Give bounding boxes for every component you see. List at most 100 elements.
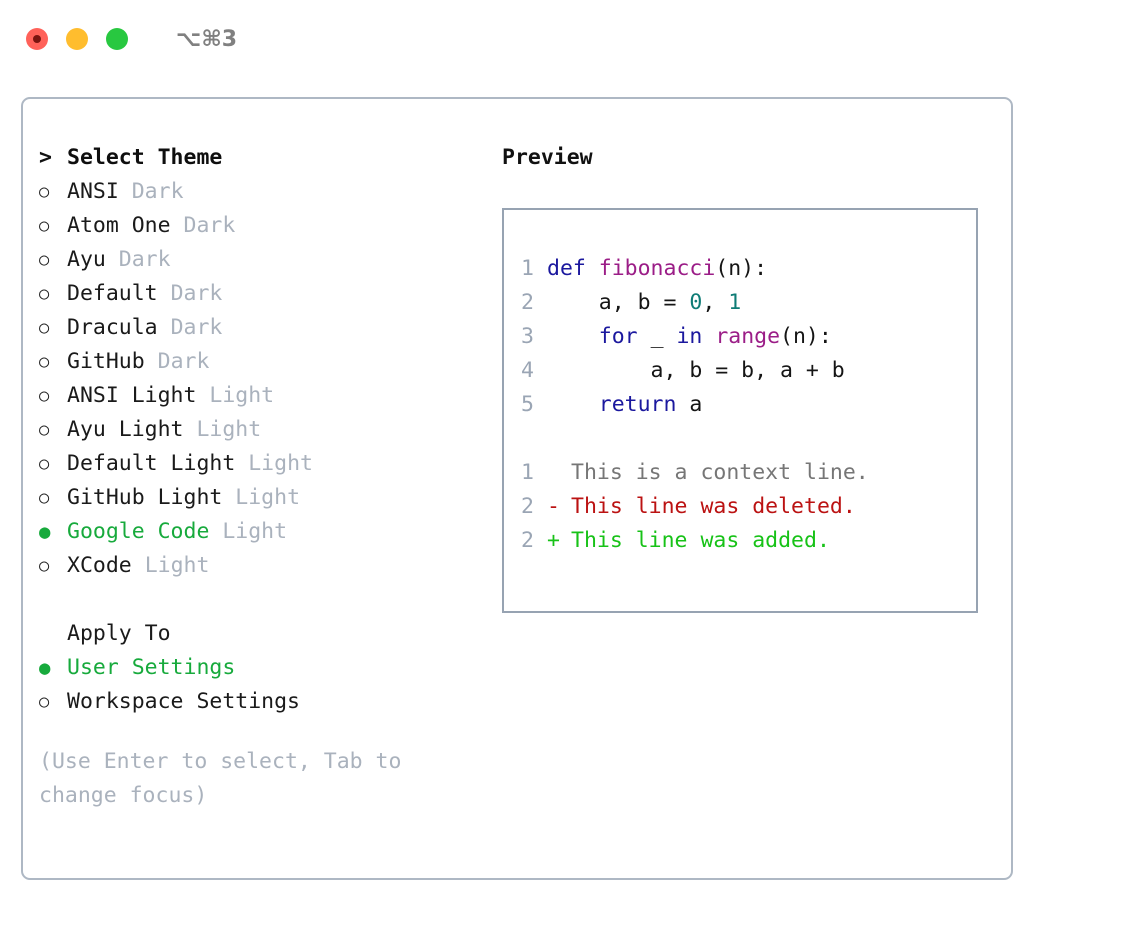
theme-list-item[interactable]: ○Atom One Dark bbox=[39, 209, 479, 243]
theme-name-label: Default bbox=[67, 281, 158, 306]
apply-to-title: Apply To bbox=[67, 621, 171, 646]
radio-unselected-icon: ○ bbox=[39, 420, 50, 440]
theme-list-item[interactable]: ○GitHub Dark bbox=[39, 345, 479, 379]
code-line-content: def fibonacci(n): bbox=[547, 252, 767, 286]
select-theme-header: > Select Theme bbox=[39, 141, 479, 175]
diff-line-text: This line was added. bbox=[571, 528, 830, 553]
theme-name-label: GitHub Light bbox=[67, 485, 223, 510]
theme-variant-label: Light bbox=[248, 451, 313, 476]
label-gap bbox=[145, 345, 158, 379]
diff-marker-deleted: - bbox=[547, 494, 560, 519]
apply-to-option[interactable]: ○ Workspace Settings bbox=[39, 685, 479, 719]
theme-list-item[interactable]: ○Ayu Dark bbox=[39, 243, 479, 277]
label-gap bbox=[119, 175, 132, 209]
diff-marker-added: + bbox=[547, 528, 560, 553]
code-token-kw: for bbox=[598, 324, 638, 349]
radio-unselected-icon: ○ bbox=[39, 488, 50, 508]
radio-unselected-icon: ○ bbox=[39, 216, 50, 236]
code-token-fn: fibonacci bbox=[598, 256, 716, 281]
theme-selector-panel: > Select Theme ○ANSI Dark○Atom One Dark○… bbox=[39, 141, 479, 813]
code-token-kw: def bbox=[547, 256, 599, 281]
label-gap bbox=[158, 277, 171, 311]
code-token-pn bbox=[547, 324, 599, 349]
theme-list-item[interactable]: ●Google Code Light bbox=[39, 515, 479, 549]
window-columns: > Select Theme ○ANSI Dark○Atom One Dark○… bbox=[23, 99, 1011, 878]
diff-line-text: This is a context line. bbox=[571, 460, 869, 485]
select-theme-title: Select Theme bbox=[67, 145, 223, 170]
code-token-kw: in bbox=[676, 324, 703, 349]
code-token-fn: range bbox=[715, 324, 781, 349]
theme-name-label: GitHub bbox=[67, 349, 145, 374]
code-line: 4 a, b = b, a + b bbox=[521, 354, 976, 388]
label-gap bbox=[196, 379, 209, 413]
diff-line-number: 2 bbox=[521, 528, 534, 553]
radio-unselected-icon: ○ bbox=[39, 284, 50, 304]
theme-name-label: Atom One bbox=[67, 213, 171, 238]
label-gap bbox=[184, 413, 197, 447]
window-titlebar: ⌥⌘3 bbox=[0, 0, 1140, 78]
theme-list-item[interactable]: ○ Default Light Light bbox=[39, 447, 479, 481]
code-line-number: 3 bbox=[521, 324, 534, 349]
radio-unselected-icon: ○ bbox=[39, 692, 50, 712]
label-gap bbox=[106, 243, 119, 277]
theme-name-label: Dracula bbox=[67, 315, 158, 340]
theme-list-item[interactable]: ○Ayu Light Light bbox=[39, 413, 479, 447]
radio-unselected-icon: ○ bbox=[39, 318, 50, 338]
code-token-pn bbox=[702, 324, 715, 349]
theme-list-item[interactable]: ○ Default Dark bbox=[39, 277, 479, 311]
code-line: 3 for _ in range(n): bbox=[521, 320, 976, 354]
code-line: 2 a, b = 0, 1 bbox=[521, 286, 976, 320]
close-button[interactable] bbox=[26, 28, 48, 50]
theme-list-item[interactable]: ○ANSI Dark bbox=[39, 175, 479, 209]
theme-list-item[interactable]: ○ GitHub Light Light bbox=[39, 481, 479, 515]
diff-line-number: 1 bbox=[521, 460, 534, 485]
radio-unselected-icon: ○ bbox=[39, 556, 50, 576]
theme-variant-label: Light bbox=[144, 553, 210, 578]
minimize-button[interactable] bbox=[66, 28, 88, 50]
theme-variant-label: Dark bbox=[157, 349, 210, 374]
theme-list-item[interactable]: ○Dracula Dark bbox=[39, 311, 479, 345]
traffic-lights bbox=[26, 28, 128, 50]
apply-to-options: ●User Settings ○ Workspace Settings bbox=[39, 651, 479, 719]
diff-line: 2-This line was deleted. bbox=[521, 490, 976, 524]
code-line-content: return a bbox=[547, 388, 703, 422]
theme-name-label: Default Light bbox=[67, 451, 236, 476]
theme-variant-label: Light bbox=[235, 485, 301, 510]
theme-name-label: ANSI bbox=[67, 179, 119, 204]
code-diff-gap bbox=[521, 422, 976, 456]
code-token-pn: , bbox=[702, 290, 729, 315]
apply-to-option[interactable]: ●User Settings bbox=[39, 651, 479, 685]
code-token-pn: (n): bbox=[780, 324, 832, 349]
radio-unselected-icon: ○ bbox=[39, 454, 50, 474]
code-token-num: 0 bbox=[689, 290, 703, 315]
code-line-number: 4 bbox=[521, 358, 534, 383]
diff-sample: 1 This is a context line.2-This line was… bbox=[521, 456, 976, 558]
theme-name-label: XCode bbox=[67, 553, 132, 578]
theme-list: ○ANSI Dark○Atom One Dark○Ayu Dark○Defaul… bbox=[39, 175, 479, 583]
code-token-kw: return bbox=[598, 392, 677, 417]
label-gap bbox=[209, 515, 222, 549]
theme-name-label: Google Code bbox=[67, 519, 210, 544]
theme-list-item[interactable]: ○ANSI Light Light bbox=[39, 379, 479, 413]
code-line-content: a, b = 0, 1 bbox=[547, 286, 741, 320]
theme-variant-label: Dark bbox=[118, 247, 171, 272]
code-token-num: 1 bbox=[728, 290, 742, 315]
diff-line: 1 This is a context line. bbox=[521, 456, 976, 490]
apply-to-header: Apply To bbox=[39, 617, 479, 651]
diff-line-number: 2 bbox=[521, 494, 534, 519]
diff-line: 2 + This line was added. bbox=[521, 524, 976, 558]
label-gap bbox=[222, 481, 235, 515]
maximize-button[interactable] bbox=[106, 28, 128, 50]
label-gap bbox=[158, 311, 171, 345]
apply-to-option-label: Workspace Settings bbox=[67, 689, 300, 714]
list-spacer bbox=[39, 583, 479, 617]
code-token-pn: a, b = b, a + b bbox=[547, 358, 845, 383]
code-token-pn bbox=[547, 392, 599, 417]
theme-variant-label: Dark bbox=[170, 281, 223, 306]
code-token-pn: (n): bbox=[715, 256, 768, 281]
theme-list-item[interactable]: ○ XCode Light bbox=[39, 549, 479, 583]
